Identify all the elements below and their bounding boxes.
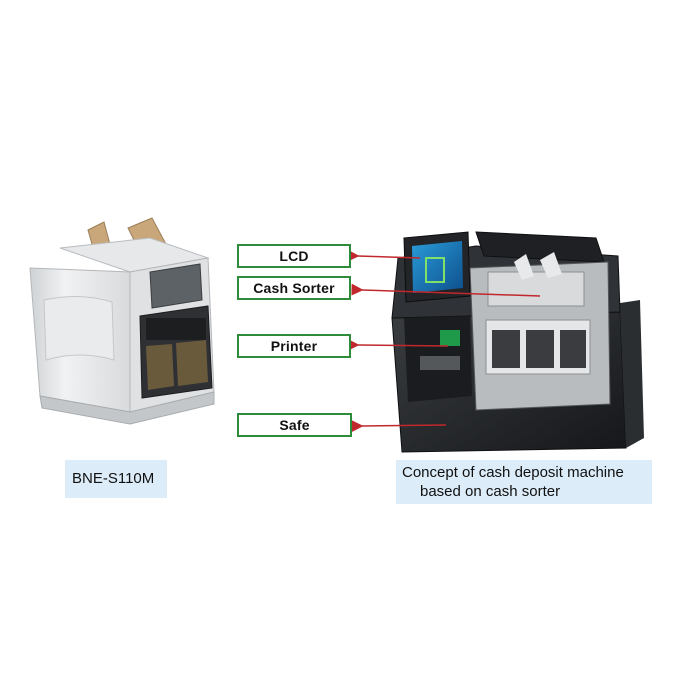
arrow-safe [362, 425, 446, 426]
bne-s110m-machine-image [30, 218, 214, 424]
label-cash-sorter-text: Cash Sorter [253, 280, 335, 296]
cash-deposit-machine-image [392, 232, 644, 452]
caption-right-concept: Concept of cash deposit machine based on… [396, 460, 652, 504]
label-printer: Printer [237, 334, 351, 358]
label-lcd-text: LCD [279, 248, 308, 264]
label-lcd: LCD [237, 244, 351, 268]
arrow-printer [358, 345, 448, 346]
caption-left-model: BNE-S110M [65, 460, 167, 498]
label-safe-text: Safe [279, 417, 309, 433]
label-printer-text: Printer [271, 338, 318, 354]
caption-right-line1: Concept of cash deposit machine [402, 463, 652, 482]
caption-right-line2: based on cash sorter [402, 482, 652, 501]
label-safe: Safe [237, 413, 352, 437]
label-cash-sorter: Cash Sorter [237, 276, 351, 300]
caption-left-model-text: BNE-S110M [72, 470, 167, 487]
